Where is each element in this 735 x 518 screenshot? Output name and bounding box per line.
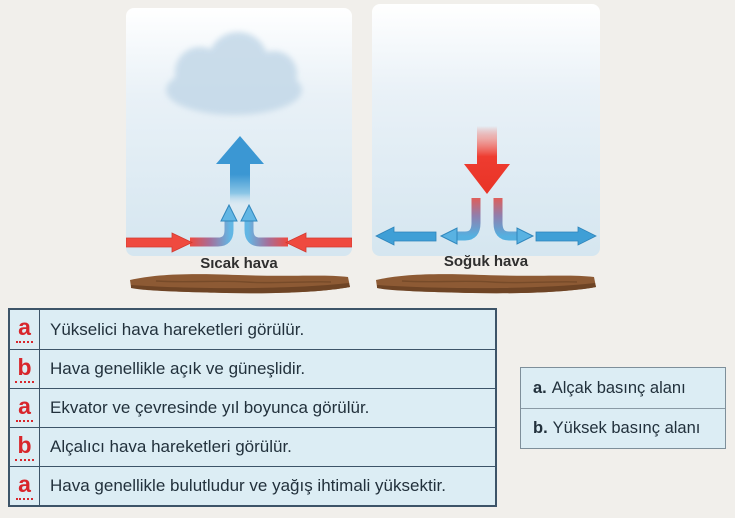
- warm-inflow-arrows: [126, 232, 352, 253]
- cold-air-panel: Soğuk hava: [372, 4, 600, 294]
- answer-letter: a: [16, 394, 33, 422]
- table-row: b Hava genellikle açık ve güneşlidir.: [10, 349, 495, 388]
- curved-updraft-right-arrowhead-icon: [240, 203, 258, 222]
- answer-letter: b: [15, 433, 34, 461]
- answer-cell: a: [10, 467, 40, 505]
- legend-key: a.: [533, 378, 547, 397]
- statements-table: a Yükselici hava hareketleri görülür. b …: [8, 308, 497, 507]
- sinking-air-arrow-icon: [464, 126, 510, 194]
- hot-air-panel: Sıcak hava: [126, 8, 352, 294]
- ground-left: [130, 274, 350, 294]
- cloud-icon: [166, 32, 302, 115]
- statement-text: Ekvator ve çevresinde yıl boyunca görülü…: [50, 398, 370, 417]
- legend-text: Alçak basınç alanı: [551, 378, 686, 397]
- cold-outflow-arrow-right-icon: [535, 226, 597, 246]
- legend-box: a. Alçak basınç alanı b. Yüksek basınç a…: [520, 367, 726, 449]
- legend-key: b.: [533, 419, 548, 437]
- ground-right: [376, 274, 596, 294]
- curved-outflow-left: [456, 198, 481, 241]
- statement-text: Hava genellikle açık ve güneşlidir.: [50, 359, 306, 378]
- table-row: b Alçalıcı hava hareketleri görülür.: [10, 427, 495, 466]
- legend-text: Yüksek basınç alanı: [552, 419, 701, 437]
- curved-outflow-right: [493, 198, 518, 241]
- statement-text: Alçalıcı hava hareketleri görülür.: [50, 437, 292, 456]
- curved-outflow-left-arrowhead-icon: [439, 227, 458, 245]
- answer-cell: a: [10, 389, 40, 427]
- answer-letter: b: [15, 355, 34, 383]
- answer-letter: a: [16, 316, 33, 343]
- cold-outflow-arrows: [375, 226, 597, 246]
- cold-air-label: Soğuk hava: [444, 253, 529, 270]
- warm-inflow-arrow-left-icon: [126, 232, 193, 253]
- statement-text: Hava genellikle bulutludur ve yağış ihti…: [50, 476, 446, 495]
- rising-air-arrow-icon: [216, 136, 264, 206]
- answer-cell: b: [10, 428, 40, 466]
- curved-updraft-left-arrowhead-icon: [220, 203, 238, 222]
- answer-cell: b: [10, 350, 40, 388]
- curved-updraft-right: [244, 220, 288, 247]
- cold-air-diagram: Soğuk hava: [372, 4, 600, 294]
- table-row: a Ekvator ve çevresinde yıl boyunca görü…: [10, 388, 495, 427]
- curved-outflow-right-arrowhead-icon: [516, 227, 535, 245]
- curved-updraft-left: [190, 220, 234, 247]
- table-row: a Yükselici hava hareketleri görülür.: [10, 310, 495, 349]
- legend-item-b: b. Yüksek basınç alanı: [521, 408, 725, 448]
- hot-air-label: Sıcak hava: [200, 255, 278, 272]
- hot-air-diagram: Sıcak hava: [126, 8, 352, 294]
- warm-inflow-arrow-right-icon: [285, 232, 352, 253]
- table-row: a Hava genellikle bulutludur ve yağış ih…: [10, 466, 495, 505]
- statement-text: Yükselici hava hareketleri görülür.: [50, 319, 305, 339]
- legend-item-a: a. Alçak basınç alanı: [521, 368, 725, 408]
- cold-outflow-arrow-left-icon: [375, 226, 437, 246]
- answer-cell: a: [10, 310, 40, 349]
- answer-letter: a: [16, 472, 33, 500]
